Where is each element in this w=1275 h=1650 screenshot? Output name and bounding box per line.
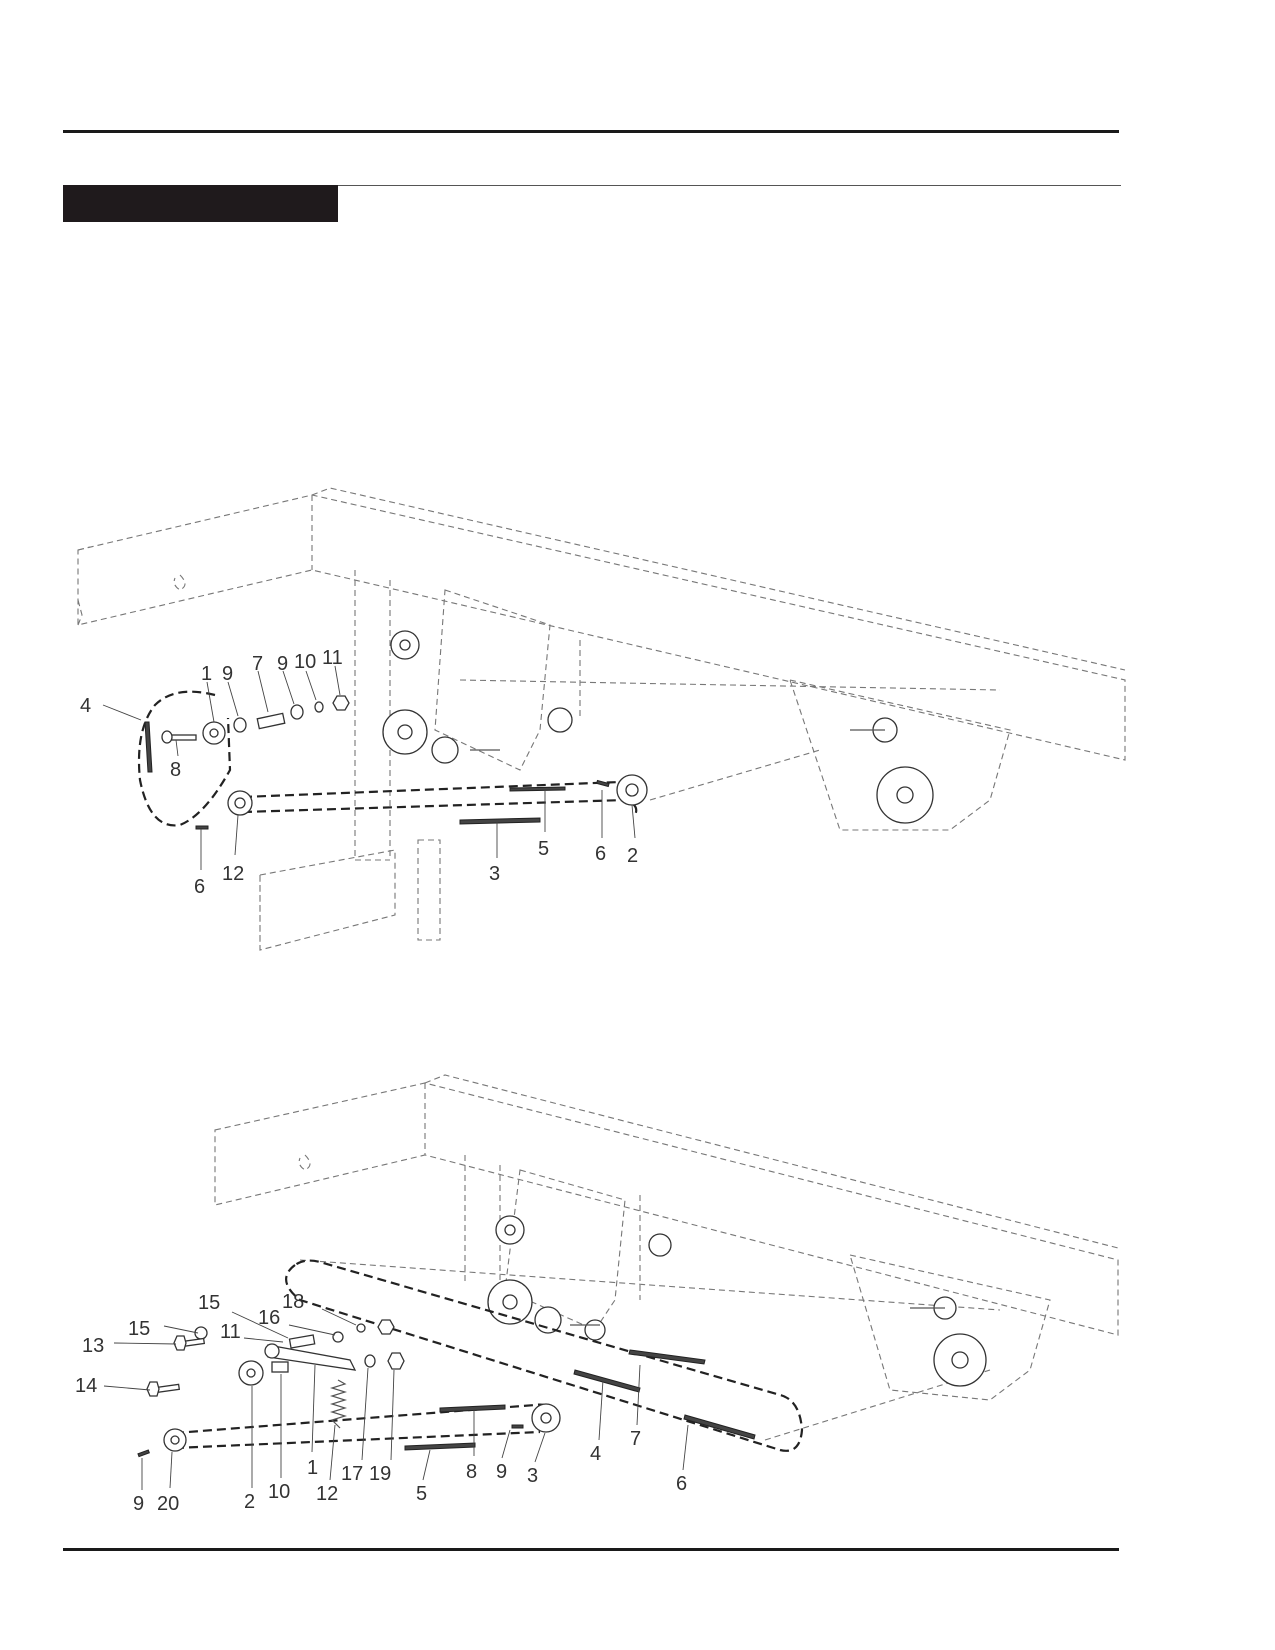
washer-9-icon (233, 717, 247, 733)
callout-12: 12 (316, 1483, 338, 1505)
spring-12-icon (329, 1379, 348, 1429)
section-rule (63, 185, 1121, 186)
spacer-7-icon (256, 712, 286, 730)
sprocket-icon (431, 736, 459, 764)
callout-4: 4 (80, 695, 91, 717)
washer-9-icon (290, 704, 304, 720)
callout-11: 11 (220, 1321, 241, 1343)
washer-16-icon (332, 1331, 344, 1343)
bottom-frame (214, 1074, 1119, 1441)
chain-loop-long (285, 1259, 804, 1452)
callout-15: 15 (128, 1318, 150, 1340)
bottom-background-sprockets (487, 1215, 987, 1387)
callout-13: 13 (82, 1335, 104, 1357)
diagram-bottom: 18 16 15 15 11 13 14 9 20 2 10 1 12 17 1… (75, 1074, 1119, 1515)
callout-10: 10 (294, 651, 316, 673)
callout-4: 4 (590, 1443, 601, 1465)
callout-17: 17 (341, 1463, 363, 1485)
callout-1: 1 (201, 663, 212, 685)
bottom-rule (63, 1548, 1119, 1551)
callout-18: 18 (282, 1291, 304, 1313)
bottom-chains (404, 1349, 756, 1451)
callout-6: 6 (194, 876, 205, 898)
callout-3: 3 (489, 863, 500, 885)
section-title-bar (63, 185, 338, 222)
callout-12: 12 (222, 863, 244, 885)
callout-5: 5 (416, 1483, 427, 1505)
top-frame (77, 487, 1126, 951)
bottom-callouts: 18 16 15 15 11 13 14 9 20 2 10 1 12 17 1… (75, 1291, 687, 1515)
lockwasher-10-icon (314, 701, 324, 713)
callout-9: 9 (496, 1461, 507, 1483)
callout-10: 10 (268, 1481, 290, 1503)
callout-19: 19 (369, 1463, 391, 1485)
chain-loop-left (137, 690, 232, 827)
chain-segment-7 (628, 1349, 706, 1365)
chain-segment-8 (439, 1404, 506, 1413)
nut-19-icon (387, 1352, 405, 1370)
spacer-11-icon (288, 1334, 316, 1349)
callout-5: 5 (538, 838, 549, 860)
chain-segment-3 (459, 817, 541, 825)
key-9-icon (137, 1449, 150, 1458)
callout-9: 9 (277, 653, 288, 675)
callout-3: 3 (527, 1465, 538, 1487)
callout-9: 9 (222, 663, 233, 685)
callout-2: 2 (244, 1491, 255, 1513)
callout-6: 6 (595, 843, 606, 865)
callout-7: 7 (630, 1428, 641, 1450)
chain-segment-5 (404, 1442, 476, 1451)
washer-17-icon (364, 1354, 376, 1368)
top-parts (161, 695, 648, 830)
bottom-parts (137, 1319, 561, 1458)
nut-11-icon (332, 695, 350, 711)
chain-loop-lower (168, 1403, 551, 1450)
spacer-10-icon (271, 1361, 289, 1373)
callout-9: 9 (133, 1493, 144, 1515)
chain-segment-4 (144, 721, 153, 773)
top-leaders (102, 665, 636, 870)
callout-1: 1 (307, 1457, 318, 1479)
chain-loop-main (236, 780, 642, 816)
lockwasher-18-icon (356, 1323, 366, 1333)
key-6-icon (596, 779, 610, 788)
sprocket-icon (584, 1319, 606, 1341)
chain-segment-6 (683, 1414, 756, 1440)
top-background-sprockets (382, 630, 934, 824)
nut-18-icon (377, 1319, 395, 1335)
diagram-top: 1 9 7 9 10 11 4 8 12 6 3 5 6 2 (77, 487, 1126, 951)
callout-8: 8 (466, 1461, 477, 1483)
key-6-icon (195, 825, 209, 830)
bottom-leaders (103, 1308, 689, 1490)
callout-14: 14 (75, 1375, 97, 1397)
callout-7: 7 (252, 653, 263, 675)
callout-6: 6 (676, 1473, 687, 1495)
chain-segment-5 (509, 786, 566, 792)
callout-15: 15 (198, 1292, 220, 1314)
callout-11: 11 (322, 647, 343, 669)
top-callouts: 1 9 7 9 10 11 4 8 12 6 3 5 6 2 (80, 647, 638, 898)
top-rule (63, 130, 1119, 133)
callout-8: 8 (170, 759, 181, 781)
sprocket-icon (648, 1233, 672, 1257)
sprocket-icon (534, 1306, 562, 1334)
sprocket-icon (547, 707, 573, 733)
key-9-icon (511, 1424, 524, 1429)
callout-20: 20 (157, 1493, 179, 1515)
top-chains (144, 721, 566, 825)
callout-2: 2 (627, 845, 638, 867)
callout-16: 16 (258, 1307, 280, 1329)
